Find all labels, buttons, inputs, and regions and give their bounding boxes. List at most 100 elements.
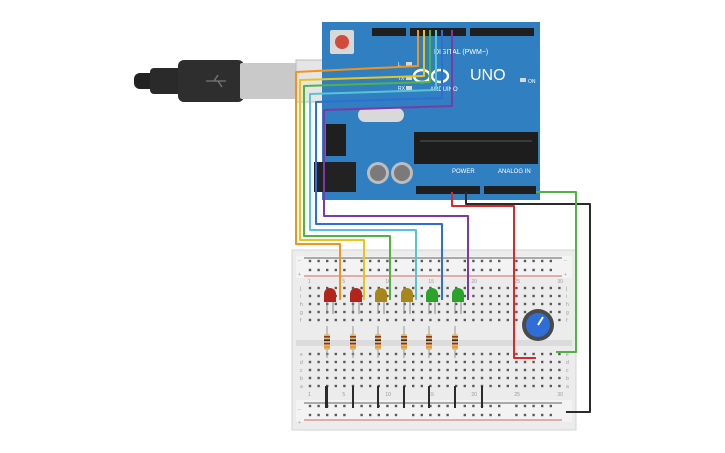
- breadboard-hole: [437, 302, 441, 306]
- resistor[interactable]: [375, 326, 381, 358]
- column-number: 15: [428, 392, 434, 398]
- rail-minus-label: −: [298, 258, 301, 264]
- rail-hole: [446, 413, 449, 417]
- breadboard-hole: [446, 352, 449, 356]
- breadboard-hole: [515, 376, 518, 380]
- breadboard-hole: [420, 352, 423, 356]
- breadboard-hole: [532, 294, 535, 298]
- breadboard-hole: [472, 352, 475, 356]
- led[interactable]: [324, 288, 336, 314]
- resistor[interactable]: [401, 326, 407, 358]
- breadboard-hole: [420, 318, 423, 322]
- breadboard-hole: [480, 294, 484, 298]
- rail-hole: [394, 268, 398, 272]
- potentiometer[interactable]: [522, 309, 554, 341]
- led[interactable]: [452, 288, 464, 314]
- breadboard-hole: [343, 294, 346, 298]
- resistor[interactable]: [452, 326, 458, 358]
- breadboard-hole: [523, 368, 527, 372]
- led[interactable]: [375, 288, 387, 314]
- breadboard-hole: [480, 352, 484, 356]
- breadboard-hole: [549, 376, 552, 380]
- usb-cable: [134, 59, 355, 103]
- breadboard-hole: [437, 376, 441, 380]
- breadboard-hole: [541, 286, 544, 290]
- breadboard-hole: [403, 352, 406, 356]
- rail-hole: [523, 413, 527, 417]
- row-letter: d: [300, 360, 303, 366]
- breadboard-hole: [549, 368, 552, 372]
- column-number: 1: [308, 279, 311, 285]
- breadboard-hole: [506, 352, 509, 356]
- rail-hole: [360, 268, 363, 272]
- breadboard-hole: [317, 368, 320, 372]
- breadboard-hole: [558, 294, 561, 298]
- resistor[interactable]: [350, 326, 356, 358]
- rail-hole: [541, 413, 544, 417]
- wire-orange: [295, 30, 419, 300]
- breadboard-hole: [523, 310, 527, 314]
- breadboard-hole: [506, 302, 509, 306]
- breadboard-hole: [455, 318, 458, 322]
- breadboard-hole: [472, 368, 475, 372]
- rail-hole: [463, 413, 466, 417]
- breadboard-hole: [541, 376, 544, 380]
- rail-hole: [377, 259, 380, 263]
- column-number: 10: [385, 392, 391, 398]
- resistor[interactable]: [324, 326, 330, 358]
- breadboard-hole: [472, 318, 475, 322]
- led[interactable]: [401, 288, 413, 314]
- breadboard-hole: [351, 286, 355, 290]
- rail-hole: [308, 413, 312, 417]
- breadboard-hole: [420, 384, 423, 388]
- reset-button[interactable]: [335, 35, 349, 49]
- column-number: 25: [514, 392, 520, 398]
- breadboard-hole: [326, 318, 329, 322]
- rail-hole: [541, 268, 544, 272]
- breadboard-hole: [506, 384, 509, 388]
- row-letter: h: [566, 302, 569, 308]
- rail-hole: [360, 404, 363, 408]
- led[interactable]: [350, 288, 362, 314]
- breadboard-hole: [455, 368, 458, 372]
- breadboard-hole: [532, 368, 535, 372]
- rail-hole: [532, 413, 535, 417]
- breadboard-hole: [403, 318, 406, 322]
- rail-hole: [472, 404, 475, 408]
- breadboard-hole: [549, 352, 552, 356]
- breadboard-hole: [334, 384, 337, 388]
- row-letter: h: [300, 302, 303, 308]
- breadboard-hole: [558, 368, 561, 372]
- resistor[interactable]: [426, 326, 432, 358]
- rail-hole: [523, 404, 527, 408]
- breadboard-hole: [506, 368, 509, 372]
- breadboard-hole: [412, 352, 415, 356]
- breadboard-hole: [498, 294, 501, 298]
- breadboard-hole: [360, 352, 363, 356]
- breadboard-hole: [369, 302, 372, 306]
- leds: [324, 288, 464, 314]
- breadboard-hole: [472, 384, 475, 388]
- breadboard-hole: [386, 286, 389, 290]
- breadboard-hole: [369, 352, 372, 356]
- breadboard-hole: [446, 310, 449, 314]
- microcontroller-chip: [414, 132, 538, 164]
- rail-hole: [334, 268, 337, 272]
- breadboard-hole: [506, 318, 509, 322]
- breadboard-hole: [386, 302, 389, 306]
- rail-hole: [532, 259, 535, 263]
- breadboard-hole: [317, 294, 320, 298]
- breadboard-hole: [369, 310, 372, 314]
- breadboard-hole: [437, 294, 441, 298]
- breadboard-hole: [446, 294, 449, 298]
- column-number: 5: [342, 279, 345, 285]
- rail-hole: [308, 268, 312, 272]
- breadboard-hole: [532, 286, 535, 290]
- breadboard-hole: [429, 318, 432, 322]
- breadboard-hole: [420, 310, 423, 314]
- rail-hole: [308, 259, 312, 263]
- breadboard-hole: [343, 310, 346, 314]
- led[interactable]: [426, 288, 438, 314]
- breadboard-hole: [437, 318, 441, 322]
